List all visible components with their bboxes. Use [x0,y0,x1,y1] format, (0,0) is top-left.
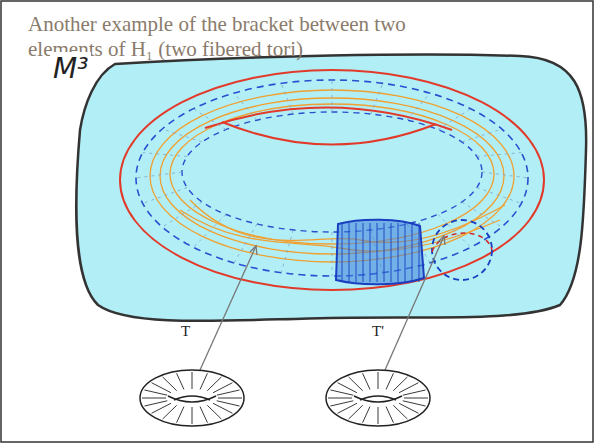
torus-label: T [181,323,190,340]
leader-lines [200,236,445,370]
torus [120,70,544,290]
torus-label: T' [372,323,384,340]
manifold-label: M³ [50,52,91,85]
manifold-region [76,54,586,321]
small-tori [140,370,430,426]
